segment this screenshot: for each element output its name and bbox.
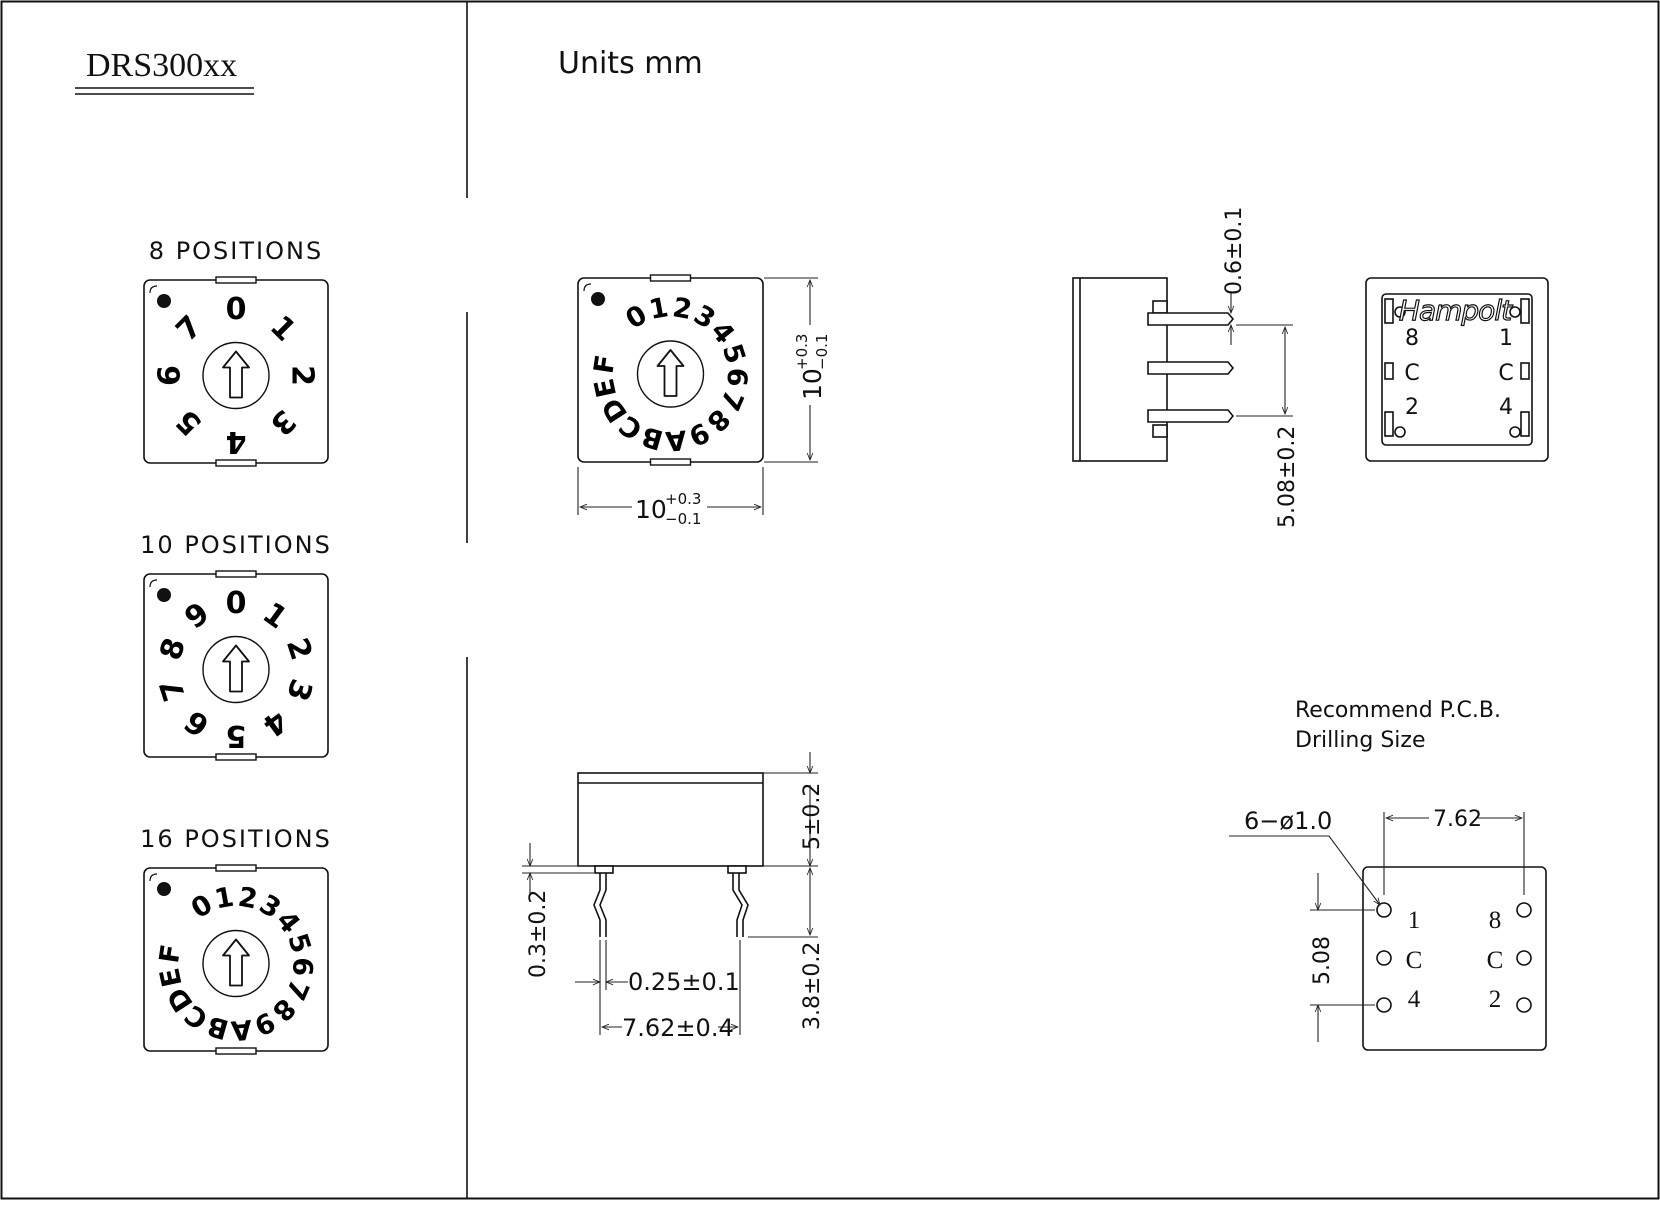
- body-height-dim: 5±0.2: [800, 783, 825, 850]
- pin1-dot: [157, 294, 171, 308]
- dial-digit: 2: [285, 365, 320, 386]
- svg-text:8: 8: [1489, 907, 1502, 934]
- pin1-dot: [157, 588, 171, 602]
- switch-front-view: [577, 772, 764, 937]
- terminal-notch: [215, 1047, 257, 1055]
- svg-text:+0.3: +0.3: [793, 334, 811, 370]
- corner-mark: [583, 283, 592, 292]
- svg-text:C: C: [1487, 947, 1504, 974]
- lead-length-dim: 3.8±0.2: [800, 942, 825, 1030]
- top-view-dimensions: [577, 277, 818, 515]
- dial-digit: A: [664, 423, 687, 456]
- svg-text:1: 1: [1408, 907, 1421, 934]
- side-view-dimensions: [1231, 293, 1293, 417]
- terminal-notch: [215, 276, 257, 284]
- bottom-view-pin-labels: 8 C 2 1 C 4: [1404, 326, 1513, 420]
- part-number-title: DRS300xx: [86, 47, 237, 84]
- svg-text:C: C: [1498, 361, 1513, 386]
- dial-digit: F: [154, 942, 187, 965]
- variant-label-8: 8 POSITIONS: [149, 237, 323, 265]
- pin1-dot: [157, 882, 171, 896]
- dial-digit: F: [589, 353, 622, 376]
- terminal-notch: [649, 458, 692, 466]
- svg-text:4: 4: [1408, 986, 1421, 1013]
- terminal-notch: [649, 274, 692, 282]
- dial-digit: 6: [720, 367, 752, 387]
- brand-logo: Hampolt: [1399, 294, 1513, 327]
- pin-offset-dim: 0.6±0.1: [1222, 207, 1247, 295]
- pin1-dot: [591, 292, 605, 306]
- dial-digit: 6: [286, 957, 318, 977]
- svg-text:2: 2: [1489, 986, 1502, 1013]
- svg-text:−0.1: −0.1: [813, 334, 831, 370]
- dial-digit: 0: [226, 292, 247, 327]
- svg-text:−0.1: −0.1: [665, 510, 701, 528]
- pcb-heading: Recommend P.C.B.: [1295, 698, 1501, 723]
- corner-mark: [149, 873, 158, 882]
- svg-text:C: C: [1404, 361, 1419, 386]
- hole-callout: 6−ø1.0: [1244, 807, 1332, 835]
- rotor-arrow: [222, 644, 250, 693]
- terminal-notch: [215, 570, 257, 578]
- terminal-notch: [215, 864, 257, 872]
- rotor-arrow: [656, 349, 685, 397]
- dial-digit: A: [230, 1013, 253, 1046]
- svg-text:2: 2: [1405, 395, 1419, 420]
- pin-pitch-dim: 5.08±0.2: [1275, 426, 1300, 528]
- pcb-pin-labels: 1 C 4 8 C 2: [1406, 907, 1504, 1013]
- variant-label-10: 10 POSITIONS: [140, 531, 332, 559]
- pcb-dimensions: [1229, 812, 1525, 1042]
- svg-text:8: 8: [1405, 326, 1419, 351]
- units-label: Units mm: [558, 46, 703, 81]
- switch-side-view: [1072, 277, 1235, 462]
- pin-span-dim: 7.62±0.4: [622, 1014, 734, 1042]
- rotor-arrow: [222, 350, 250, 399]
- top-view-width-dim: 10 +0.3 −0.1: [635, 490, 701, 528]
- pin-width-dim: 0.25±0.1: [628, 968, 740, 996]
- switch-bottom-view: [1365, 277, 1549, 462]
- dial-digit: 5: [226, 718, 247, 753]
- terminal-notch: [215, 459, 257, 467]
- pcb-span-dim: 7.62: [1433, 807, 1482, 832]
- corner-mark: [149, 285, 158, 294]
- svg-text:C: C: [1406, 947, 1423, 974]
- top-view-height-dim: 10 +0.3 −0.1: [793, 334, 831, 400]
- pcb-pitch-dim: 5.08: [1310, 936, 1335, 985]
- terminal-notch: [215, 753, 257, 761]
- svg-text:4: 4: [1499, 395, 1513, 420]
- dial-digit: 4: [226, 424, 247, 459]
- dial-digit: 6: [153, 365, 188, 386]
- svg-text:1: 1: [1499, 326, 1513, 351]
- front-view-dimensions: [522, 752, 818, 1035]
- variant-label-16: 16 POSITIONS: [140, 825, 332, 853]
- rotor-arrow: [222, 938, 250, 987]
- svg-text:10: 10: [798, 368, 827, 400]
- dial-digit: 0: [226, 586, 247, 621]
- corner-mark: [149, 579, 158, 588]
- svg-text:+0.3: +0.3: [665, 490, 701, 508]
- standoff-dim: 0.3±0.2: [526, 890, 551, 978]
- svg-text:10: 10: [635, 495, 667, 524]
- pcb-heading-line2: Drilling Size: [1295, 728, 1426, 753]
- pcb-footprint: [1362, 866, 1547, 1051]
